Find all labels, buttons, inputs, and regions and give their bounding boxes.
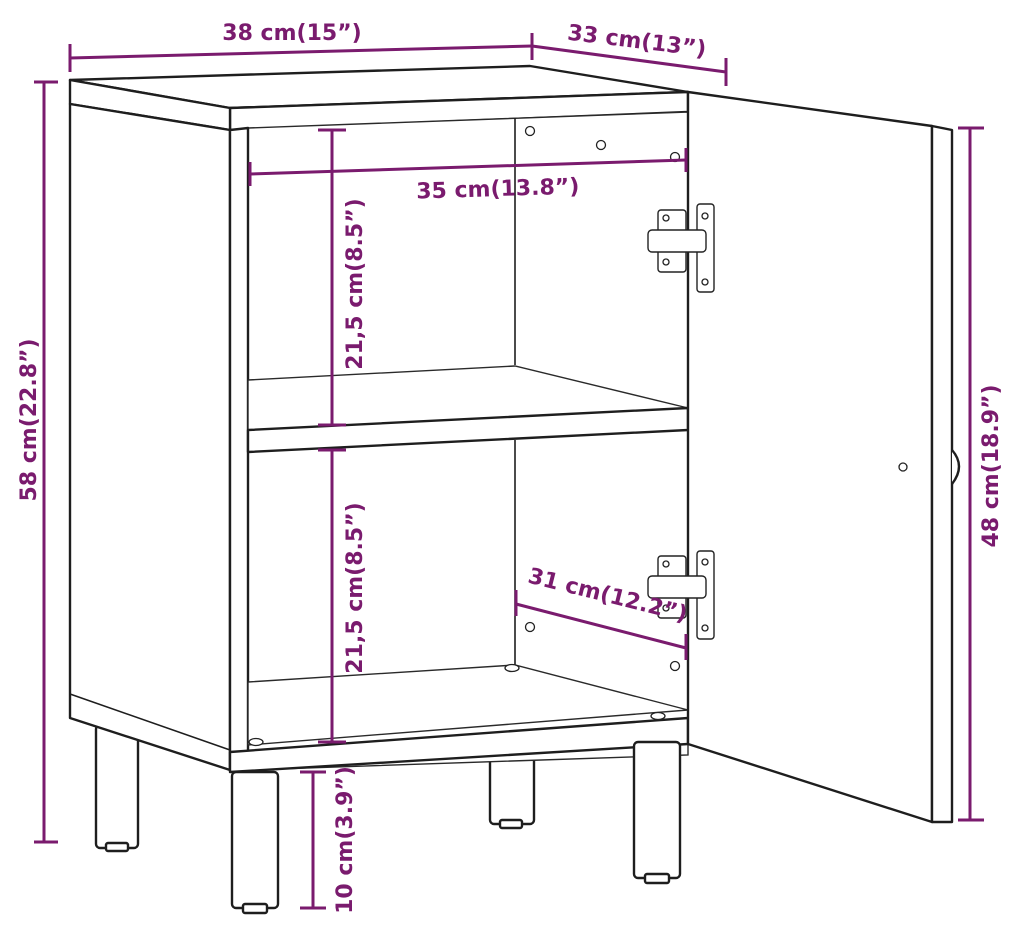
hinge-upper-icon bbox=[647, 203, 715, 293]
cabinet-body bbox=[68, 64, 690, 915]
dim-line-inner-depth bbox=[515, 602, 687, 650]
label-height: 58 cm(22.8”) bbox=[17, 338, 42, 501]
front-edge-left bbox=[228, 126, 250, 772]
cabinet-door bbox=[686, 90, 961, 824]
shelf-peg bbox=[248, 737, 264, 747]
label-leg-height: 10 cm(3.9”) bbox=[333, 766, 358, 914]
leg-foot bbox=[498, 818, 524, 830]
door-panel bbox=[686, 90, 934, 824]
door-edge bbox=[930, 124, 954, 824]
leg-front-right bbox=[632, 740, 682, 880]
door-handle-icon bbox=[951, 449, 961, 485]
leg-front-left bbox=[230, 770, 280, 910]
door-knob-icon bbox=[898, 462, 908, 472]
dim-line-width bbox=[69, 44, 533, 60]
leg-foot bbox=[241, 902, 269, 915]
shelf-peg bbox=[504, 663, 520, 673]
label-lower-shelf: 21,5 cm(8.5”) bbox=[343, 502, 368, 673]
dim-line-depth bbox=[531, 44, 727, 74]
screw-icon bbox=[669, 660, 681, 672]
label-door-height: 48 cm(18.9”) bbox=[979, 384, 1004, 547]
label-depth: 33 cm(13”) bbox=[566, 21, 707, 63]
shelf-peg bbox=[650, 711, 666, 721]
leg-back-left bbox=[94, 723, 140, 850]
label-inner-width: 35 cm(13.8”) bbox=[416, 174, 580, 204]
leg-foot bbox=[643, 872, 671, 885]
leg-foot bbox=[104, 841, 130, 853]
label-width: 38 cm(15”) bbox=[222, 21, 361, 46]
dimension-lines bbox=[34, 33, 984, 910]
dim-line-inner-width bbox=[249, 158, 687, 176]
left-side-panel bbox=[68, 102, 232, 772]
screw-icon bbox=[524, 125, 536, 137]
screw-icon bbox=[595, 139, 607, 151]
label-upper-shelf: 21,5 cm(8.5”) bbox=[343, 198, 368, 369]
side-bottom-edge bbox=[69, 693, 231, 751]
hinge-lower-icon bbox=[647, 550, 715, 640]
screw-icon bbox=[524, 621, 536, 633]
